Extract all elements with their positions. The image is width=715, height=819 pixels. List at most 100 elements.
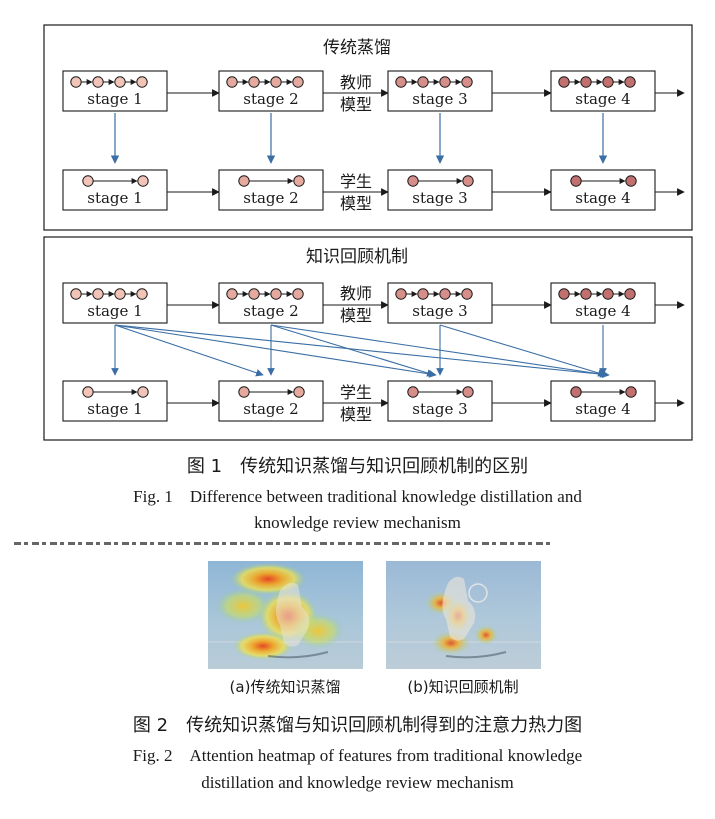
distillation-arrows [110,113,610,379]
top-teacher-stage-1-node [92,76,104,88]
top-student-stage-3-label: stage 3 [412,189,467,207]
bottom-teacher-stage-2-box [218,282,324,324]
top-student-stage-4-box [550,169,656,211]
bottom-teacher-stage-3-node [461,288,473,300]
top-teacher-stage-4-box [550,70,656,112]
bottom-teacher-stage-3-node [395,288,407,300]
top-teacher-stage-1-box [62,70,168,112]
top-teacher-stage-3-box [387,70,493,112]
bottom-student-stage-4-node [625,386,637,398]
top-student-stage-2-box [218,169,324,211]
top-student-stage-4-node [570,175,582,187]
teacher-row-top: stage 1 stage 2 stage 3 stage 4 [62,70,685,112]
bottom-student-stage-2-label: stage 2 [243,400,298,418]
bottom-teacher-stage-1-box [62,282,168,324]
review-arrow-1-to-4 [114,324,610,379]
review-arrow-1-to-2 [114,324,264,377]
student-model-label-top-1: 学生 [340,172,372,191]
bottom-student-stage-3-node [462,386,474,398]
bottom-teacher-stage-2-node [292,288,304,300]
top-teacher-stage-3-node [461,76,473,88]
top-student-stage-4-label: stage 4 [575,189,630,207]
top-teacher-stage-2-label: stage 2 [243,90,298,108]
review-arrow-3-to-4 [439,324,606,377]
top-student-stage-1-node [82,175,94,187]
bottom-teacher-stage-1-node [70,288,82,300]
panel-title-traditional: 传统蒸馏 [323,38,391,58]
bottom-teacher-stage-1-node [136,288,148,300]
top-teacher-stage-4-node [624,76,636,88]
bottom-teacher-stage-2-node [248,288,260,300]
traditional-distillation-panel [43,24,693,231]
figure-1-diagram: 传统蒸馏 知识回顾机制 stage 1 stage 2 stage 3 stage 4… [43,24,693,441]
bottom-teacher-stage-4-node [580,288,592,300]
top-teacher-stage-2-node [292,76,304,88]
top-teacher-stage-4-node [580,76,592,88]
subfigure-b-label: (b)知识回顾机制 [407,678,519,696]
review-arrow-2-to-4 [270,324,608,378]
review-arrow-1-to-3 [114,324,437,378]
figure-2-caption-en-1: Fig. 2 Attention heatmap of features fro… [132,746,583,765]
bottom-teacher-stage-3-label: stage 3 [412,302,467,320]
teacher-row-bottom: stage 1 stage 2 stage 3 stage 4 [62,282,685,324]
bottom-student-stage-3-box [387,380,493,422]
bottom-student-stage-4-label: stage 4 [575,400,630,418]
cropped-text-line [14,538,554,550]
top-teacher-stage-4-label: stage 4 [575,90,630,108]
bottom-student-stage-1-node [82,386,94,398]
bottom-teacher-stage-4-node [558,288,570,300]
top-teacher-stage-1-node [114,76,126,88]
top-teacher-stage-4-node [558,76,570,88]
panel-title-review: 知识回顾机制 [306,247,408,267]
top-teacher-stage-2-node [248,76,260,88]
top-student-stage-1-box [62,169,168,211]
top-student-stage-2-node [293,175,305,187]
top-teacher-stage-4-node [602,76,614,88]
bottom-teacher-stage-4-node [602,288,614,300]
top-teacher-stage-1-label: stage 1 [87,90,142,108]
heatmap-knowledge-review [386,561,541,669]
top-teacher-stage-2-node [270,76,282,88]
figure-2-caption-cn: 图 2 传统知识蒸馏与知识回顾机制得到的注意力热力图 [132,715,583,736]
top-teacher-stage-3-node [395,76,407,88]
bottom-student-stage-3-node [407,386,419,398]
figure-1-caption-en-1: Fig. 1 Difference between traditional kn… [133,487,582,506]
knowledge-review-panel [43,236,693,441]
heatmap-traditional [208,561,363,669]
figure-1-caption-en-2: knowledge review mechanism [254,513,461,532]
top-teacher-stage-2-node [226,76,238,88]
bottom-teacher-stage-4-node [624,288,636,300]
bottom-teacher-stage-4-box [550,282,656,324]
top-teacher-stage-3-label: stage 3 [412,90,467,108]
bottom-teacher-stage-1-node [92,288,104,300]
bottom-student-stage-1-box [62,380,168,422]
figure-1-caption-cn: 图 1 传统知识蒸馏与知识回顾机制的区别 [186,456,529,477]
bottom-teacher-stage-3-node [417,288,429,300]
top-student-stage-1-node [137,175,149,187]
top-teacher-stage-3-node [439,76,451,88]
bottom-teacher-stage-4-label: stage 4 [575,302,630,320]
student-model-label-top-2: 模型 [340,194,372,213]
student-row-bottom: stage 1 stage 2 stage 3 stage 4 [62,380,685,422]
bottom-teacher-stage-2-label: stage 2 [243,302,298,320]
top-student-stage-3-node [462,175,474,187]
teacher-model-label-bottom-2: 模型 [340,306,372,325]
bottom-teacher-stage-3-box [387,282,493,324]
bottom-student-stage-4-node [570,386,582,398]
bottom-teacher-stage-1-node [114,288,126,300]
bottom-student-stage-4-box [550,380,656,422]
bottom-student-stage-1-node [137,386,149,398]
top-teacher-stage-1-node [136,76,148,88]
review-arrow-2-to-3 [270,324,435,377]
bottom-student-stage-1-label: stage 1 [87,400,142,418]
student-model-label-bottom-1: 学生 [340,383,372,402]
bottom-student-stage-2-node [238,386,250,398]
teacher-model-label-top-2: 模型 [340,95,372,114]
bottom-student-stage-3-label: stage 3 [412,400,467,418]
bottom-teacher-stage-1-label: stage 1 [87,302,142,320]
bottom-teacher-stage-2-node [270,288,282,300]
top-teacher-stage-1-node [70,76,82,88]
top-teacher-stage-2-box [218,70,324,112]
top-student-stage-2-node [238,175,250,187]
